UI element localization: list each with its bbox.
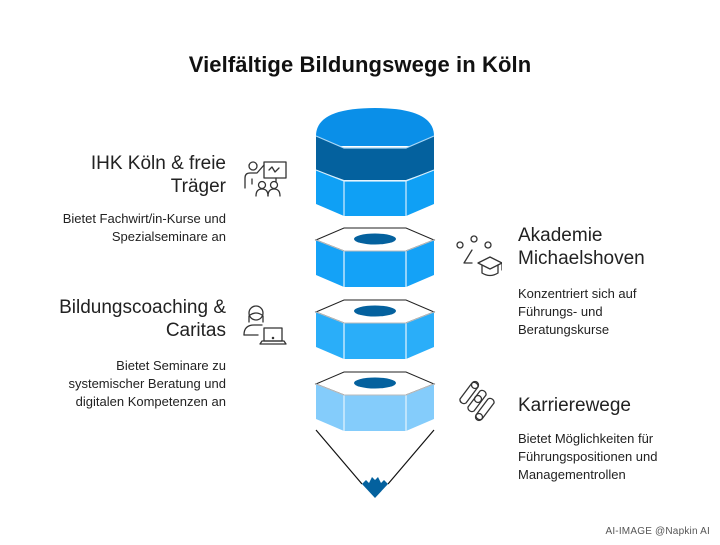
nut-2 bbox=[314, 299, 436, 359]
nut-2-right bbox=[406, 312, 434, 359]
tip-point bbox=[362, 477, 388, 498]
presentation-teacher-icon bbox=[240, 160, 290, 210]
nut-3-front bbox=[344, 395, 406, 431]
watermark: AI-IMAGE @Napkin AI bbox=[605, 526, 710, 537]
nut-3-left bbox=[316, 384, 344, 431]
cap-top-dome bbox=[316, 108, 434, 146]
cap-body-left bbox=[316, 170, 344, 216]
nut-3-right bbox=[406, 384, 434, 431]
section-heading-bildungscoaching: Bildungscoaching & Caritas bbox=[59, 297, 226, 341]
section-heading-akademie: Akademie Michaelshoven bbox=[518, 225, 645, 269]
cap-band-edge bbox=[315, 135, 435, 149]
page-title: Vielfältige Bildungswege in Köln bbox=[188, 52, 532, 77]
cap-body-front bbox=[344, 181, 406, 216]
section-desc-karrierewege: Bietet Möglichkeiten für Führungspositio… bbox=[518, 431, 658, 482]
section-heading-karrierewege: Karrierewege bbox=[518, 395, 631, 416]
section-desc-ihk: Bietet Fachwirt/in-Kurse und Spezialsemi… bbox=[62, 211, 226, 244]
person-laptop-icon bbox=[240, 303, 290, 353]
pencil-tip bbox=[315, 429, 435, 498]
nut-3-hole bbox=[354, 377, 396, 389]
nut-1-left bbox=[316, 240, 344, 287]
nut-3 bbox=[314, 371, 436, 431]
nut-2-front bbox=[344, 323, 406, 359]
nut-1-front bbox=[344, 251, 406, 287]
graduation-network-icon bbox=[452, 233, 503, 283]
nut-1-hole bbox=[354, 233, 396, 245]
nut-1-right bbox=[406, 240, 434, 287]
nut-2-left bbox=[316, 312, 344, 359]
section-heading-ihk: IHK Köln & freie Träger bbox=[90, 153, 226, 197]
career-paths-icon bbox=[452, 375, 502, 425]
nut-1 bbox=[314, 227, 436, 287]
tip-line-right bbox=[387, 429, 435, 485]
stacked-pencil-diagram bbox=[314, 108, 436, 498]
cap-body-right bbox=[406, 170, 434, 216]
nut-2-hole bbox=[354, 305, 396, 317]
section-desc-bildungscoaching: Bietet Seminare zu systemischer Beratung… bbox=[68, 358, 226, 409]
top-cap bbox=[315, 108, 435, 216]
section-desc-akademie: Konzentriert sich auf Führungs- und Bera… bbox=[518, 286, 637, 337]
tip-line-left bbox=[315, 429, 363, 485]
cap-band bbox=[316, 136, 434, 180]
